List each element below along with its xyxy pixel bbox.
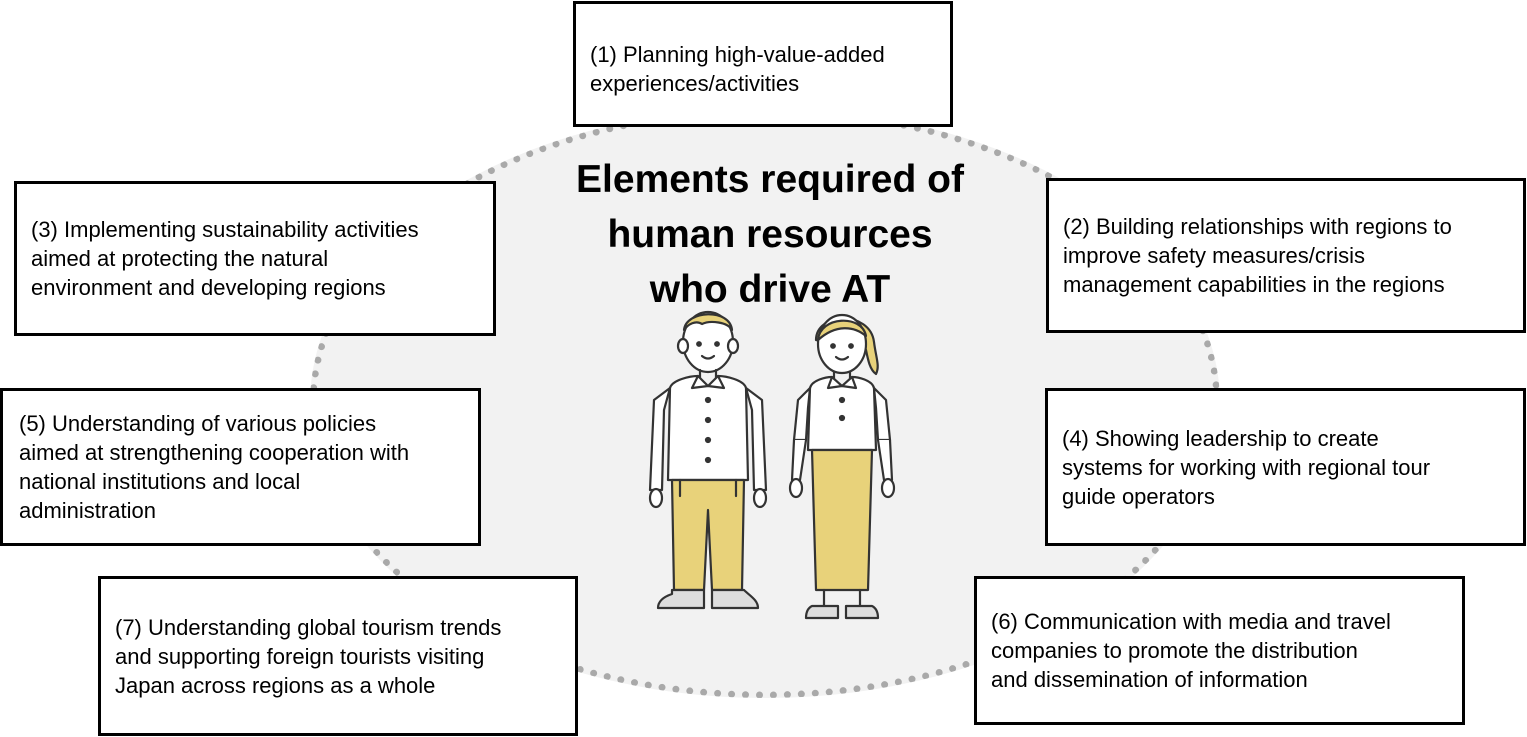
- title-line-3: who drive AT: [649, 268, 891, 311]
- box-5-line-3: national institutions and local: [19, 469, 301, 494]
- box-3-line-2: aimed at protecting the natural: [31, 246, 329, 271]
- element-box-2: (2) Building relationships with regions …: [1046, 178, 1526, 333]
- element-box-1: (1) Planning high-value-added experience…: [573, 1, 953, 127]
- diagram-title: Elements required of human resources who…: [520, 152, 1020, 317]
- box-3-line-3: environment and developing regions: [31, 275, 386, 300]
- box-2-line-2: improve safety measures/crisis: [1063, 243, 1365, 268]
- box-2-line-1: (2) Building relationships with regions …: [1063, 214, 1452, 239]
- box-7-line-1: (7) Understanding global tourism trends: [115, 614, 502, 640]
- box-7-line-2: and supporting foreign tourists visiting: [115, 643, 485, 669]
- element-box-5: (5) Understanding of various policies ai…: [0, 388, 481, 546]
- box-5-line-1: (5) Understanding of various policies: [19, 411, 377, 436]
- woman-illustration: [788, 313, 896, 620]
- box-5-line-4: administration: [19, 498, 156, 523]
- box-4-line-1: (4) Showing leadership to create: [1062, 425, 1379, 451]
- box-1-line-2: experiences/activities: [590, 71, 800, 96]
- box-4-line-2: systems for working with regional tour: [1062, 454, 1431, 480]
- box-7-line-3: Japan across regions as a whole: [115, 672, 436, 698]
- title-line-2: human resources: [607, 213, 933, 256]
- element-box-7: (7) Understanding global tourism trends …: [98, 576, 578, 736]
- people-illustration: [648, 310, 896, 620]
- box-3-line-1: (3) Implementing sustainability activiti…: [31, 217, 419, 242]
- box-4-line-3: guide operators: [1062, 483, 1215, 509]
- man-illustration: [648, 310, 768, 610]
- box-6-line-2: companies to promote the distribution: [991, 638, 1358, 663]
- element-box-4: (4) Showing leadership to create systems…: [1045, 388, 1526, 546]
- box-1-line-1: (1) Planning high-value-added: [590, 42, 885, 67]
- title-line-1: Elements required of: [576, 158, 964, 201]
- box-5-line-2: aimed at strengthening cooperation with: [19, 440, 410, 465]
- element-box-6: (6) Communication with media and travel …: [974, 576, 1465, 725]
- box-6-line-1: (6) Communication with media and travel: [991, 609, 1391, 634]
- element-box-3: (3) Implementing sustainability activiti…: [14, 181, 496, 336]
- box-6-line-3: and dissemination of information: [991, 667, 1308, 692]
- box-2-line-3: management capabilities in the regions: [1063, 272, 1445, 297]
